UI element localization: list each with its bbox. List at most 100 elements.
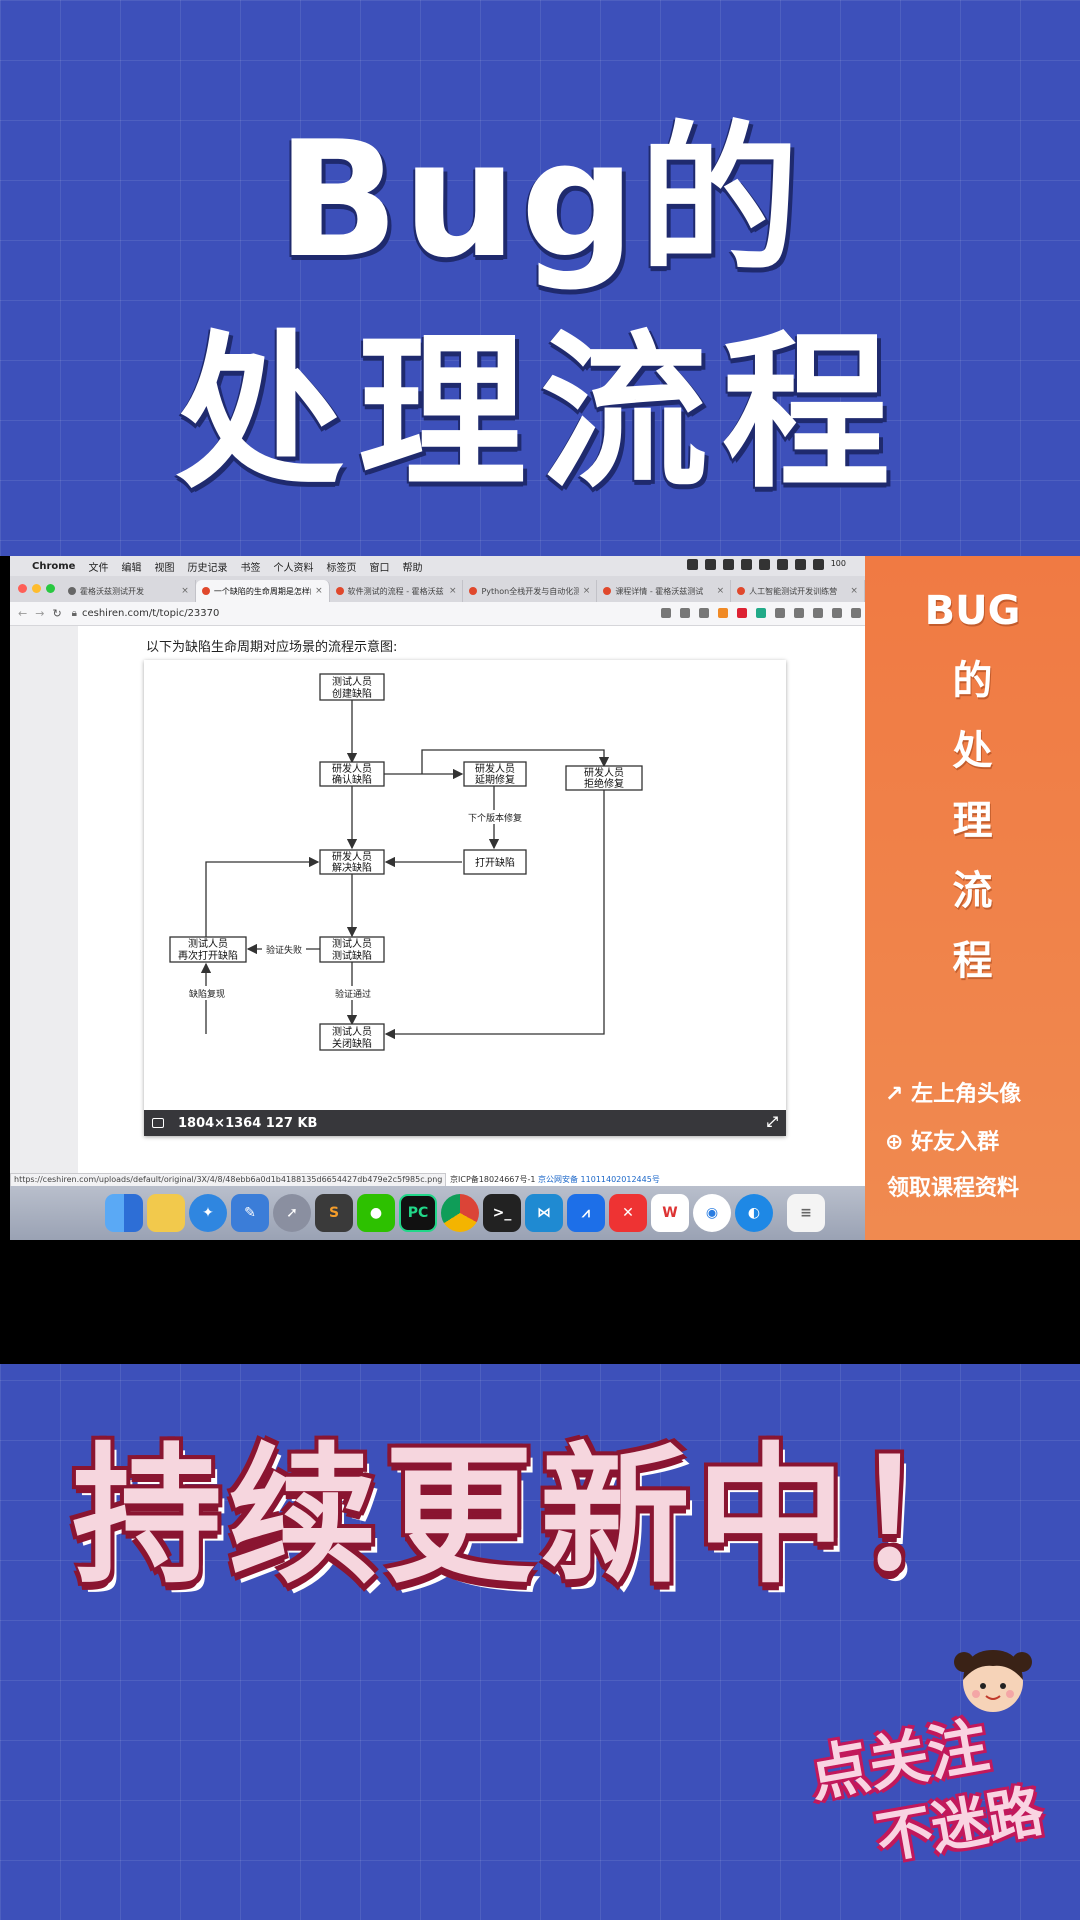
node-close-line1: 测试人员	[332, 1025, 372, 1038]
extension-icon[interactable]	[737, 608, 747, 618]
site-favicon-icon	[469, 587, 478, 595]
menu-item[interactable]: 历史记录	[187, 562, 228, 574]
status-icon[interactable]	[758, 559, 770, 570]
close-tab-icon[interactable]: ×	[315, 586, 323, 596]
node-delay-line1: 研发人员	[475, 762, 515, 775]
finder-icon[interactable]	[105, 1194, 143, 1232]
wechat-icon[interactable]: ●	[357, 1194, 395, 1232]
browser-tab[interactable]: 人工智能测试开发训练营×	[731, 580, 865, 602]
reload-icon[interactable]: ↻	[52, 607, 62, 620]
browser-tab[interactable]: 霍格沃兹测试开发×	[62, 580, 196, 602]
status-icon[interactable]	[704, 559, 716, 570]
menu-item[interactable]: 个人资料	[273, 562, 314, 574]
edge-label-verify-pass: 验证通过	[335, 988, 371, 1000]
wps-icon[interactable]: W	[651, 1194, 689, 1232]
sidebar-icon[interactable]	[851, 608, 861, 618]
launchpad-icon[interactable]: ➚	[273, 1194, 311, 1232]
extension-icon[interactable]	[794, 608, 804, 618]
status-icon[interactable]	[722, 559, 734, 570]
status-icon[interactable]	[740, 559, 752, 570]
menu-item[interactable]: 书签	[240, 562, 261, 574]
lens-icon[interactable]	[680, 608, 690, 618]
globe-icon	[68, 587, 76, 595]
mac-dock: ✦ ✎ ➚ S ● PC >_ ⋈ ⩘ ✕ W ◉ ◐ ≡	[10, 1186, 865, 1240]
close-tab-icon[interactable]: ×	[716, 586, 725, 596]
site-favicon-icon	[201, 587, 210, 595]
browser-tabbar: 霍格沃兹测试开发× 一个缺陷的生命周期是怎样的× 软件测试的流程 - 霍格沃兹×…	[10, 576, 865, 602]
close-tab-icon[interactable]: ×	[582, 586, 591, 596]
menu-item[interactable]: 帮助	[402, 562, 423, 574]
maximize-window-icon[interactable]	[46, 584, 55, 593]
menu-item[interactable]: 窗口	[369, 562, 390, 574]
side-promo-panel: BUG 的 处 理 流 程 ↗ 左上角头像 ⊕ 好友入群 领取课程资料	[865, 556, 1080, 1240]
status-icon[interactable]	[686, 559, 698, 570]
extension-icons	[661, 608, 861, 618]
window-controls	[18, 584, 55, 593]
close-tab-icon[interactable]: ×	[850, 586, 858, 596]
site-favicon-icon	[737, 587, 746, 595]
notes-icon[interactable]	[147, 1194, 185, 1232]
node-reopen-line2: 再次打开缺陷	[178, 949, 238, 962]
qq-icon[interactable]: ◐	[735, 1194, 773, 1232]
back-icon[interactable]: ←	[18, 607, 28, 620]
menu-item[interactable]: 编辑	[121, 562, 142, 574]
icp-footer: 京ICP备18024667号-1 京公网安备 11011402012445号	[450, 1175, 660, 1184]
lark-icon[interactable]: ⩘	[567, 1194, 605, 1232]
bookmark-star-icon[interactable]	[699, 608, 709, 618]
minimize-window-icon[interactable]	[32, 584, 41, 593]
expand-icon[interactable]: ⤢	[766, 1114, 778, 1130]
vscode-icon[interactable]: ⋈	[525, 1194, 563, 1232]
browser-tab[interactable]: 软件测试的流程 - 霍格沃兹×	[330, 580, 464, 602]
menu-item[interactable]: 文件	[88, 562, 109, 574]
extension-icon[interactable]	[756, 608, 766, 618]
share-icon[interactable]	[661, 608, 671, 618]
extension-icon[interactable]	[813, 608, 823, 618]
node-open: 打开缺陷	[475, 856, 515, 869]
plus-circle-icon: ⊕	[885, 1130, 904, 1155]
hover-link-url: https://ceshiren.com/uploads/default/ori…	[10, 1173, 447, 1187]
node-test-line2: 测试缺陷	[332, 949, 372, 962]
sublime-icon[interactable]: S	[315, 1194, 353, 1232]
menu-item[interactable]: 视图	[154, 562, 175, 574]
pycharm-icon[interactable]: PC	[399, 1194, 437, 1232]
document-icon[interactable]: ≡	[787, 1194, 825, 1232]
site-favicon-icon	[335, 587, 344, 595]
browser-statusbar: https://ceshiren.com/uploads/default/ori…	[10, 1173, 865, 1187]
extension-icon[interactable]	[775, 608, 785, 618]
menu-item[interactable]: 标签页	[326, 562, 357, 574]
browser-tab-active[interactable]: 一个缺陷的生命周期是怎样的×	[195, 580, 330, 602]
edge-label-next-version: 下个版本修复	[468, 812, 522, 824]
close-tab-icon[interactable]: ×	[448, 586, 457, 596]
node-reject-line2: 拒绝修复	[584, 777, 624, 790]
pen-icon[interactable]: ✎	[231, 1194, 269, 1232]
node-confirm-line2: 确认缺陷	[332, 773, 372, 786]
terminal-icon[interactable]: >_	[483, 1194, 521, 1232]
browser-tab[interactable]: 课程详情 - 霍格沃兹测试×	[597, 580, 732, 602]
girl-avatar-icon	[954, 1650, 1032, 1712]
url-field[interactable]: 🔒︎ceshiren.com/t/topic/23370	[71, 608, 220, 619]
close-window-icon[interactable]	[18, 584, 27, 593]
screen-left-border	[0, 556, 10, 1240]
wifi-icon[interactable]	[794, 559, 806, 570]
extension-icon[interactable]	[718, 608, 728, 618]
node-close-line2: 关闭缺陷	[332, 1037, 372, 1050]
lifecycle-flowchart[interactable]: 测试人员 创建缺陷 研发人员 确认缺陷 研发人员 延期修复 研发人员 拒绝修复 …	[144, 660, 786, 1136]
chat-icon[interactable]: ◉	[693, 1194, 731, 1232]
browser-tab[interactable]: Python全栈开发与自动化测试×	[463, 580, 598, 602]
chrome-icon[interactable]	[441, 1194, 479, 1232]
menu-app-name[interactable]: Chrome	[32, 560, 76, 572]
image-icon	[152, 1118, 164, 1128]
lock-icon: 🔒︎	[71, 608, 77, 619]
puzzle-icon[interactable]	[832, 608, 842, 618]
status-icon[interactable]	[776, 559, 788, 570]
web-page: 以下为缺陷生命周期对应场景的流程示意图:	[10, 626, 865, 1186]
page-left-gutter	[10, 626, 78, 1186]
node-confirm-line1: 研发人员	[332, 762, 372, 775]
safari-icon[interactable]: ✦	[189, 1194, 227, 1232]
edge-label-verify-fail: 验证失败	[266, 944, 302, 956]
forward-icon[interactable]: →	[35, 607, 45, 620]
close-tab-icon[interactable]: ×	[181, 586, 189, 596]
xmind-icon[interactable]: ✕	[609, 1194, 647, 1232]
clock-icon[interactable]	[812, 559, 824, 570]
battery-level[interactable]: 100	[830, 559, 846, 568]
